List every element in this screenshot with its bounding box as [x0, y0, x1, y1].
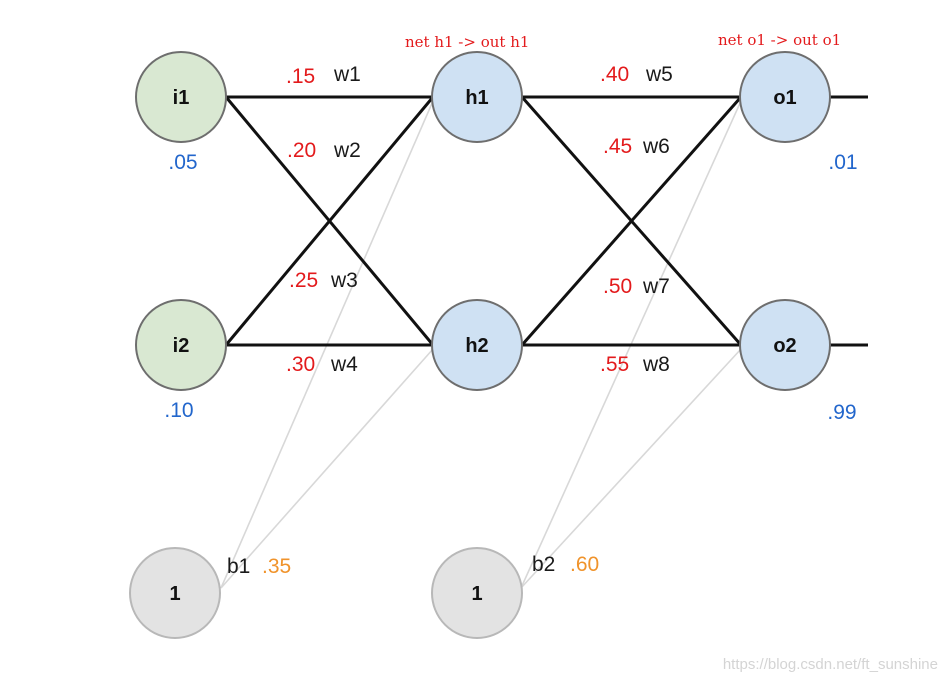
value-o2: .99	[827, 401, 856, 424]
weight-w4-value: .30	[286, 353, 315, 376]
weight-w5-name: w5	[645, 63, 673, 86]
node-b1-circle	[129, 547, 221, 639]
node-o2: o2	[739, 299, 831, 391]
node-i1-label: i1	[173, 87, 190, 109]
weight-w2-value: .20	[287, 139, 316, 162]
node-i1-circle	[135, 51, 227, 143]
node-h1-circle	[431, 51, 523, 143]
weight-w3: .25 w3	[289, 269, 358, 292]
node-o2-circle	[739, 299, 831, 391]
weight-w6-value: .45	[603, 135, 632, 158]
watermark: https://blog.csdn.net/ft_sunshine	[723, 656, 938, 673]
weight-w6-name: w6	[642, 135, 670, 158]
edge-i2-h1	[224, 96, 435, 346]
value-o1: .01	[828, 151, 857, 174]
weight-w7-value: .50	[603, 275, 632, 298]
weight-w3-value: .25	[289, 269, 318, 292]
weight-w2-name: w2	[333, 139, 361, 162]
node-h1: h1	[431, 51, 523, 143]
node-h2-circle	[431, 299, 523, 391]
edge-h2-o1	[520, 96, 743, 346]
node-h1-label: h1	[465, 87, 488, 109]
weight-w1-value: .15	[286, 65, 315, 88]
node-o1-label: o1	[773, 87, 796, 109]
node-b1: 1	[129, 547, 221, 639]
node-i2: i2	[135, 299, 227, 391]
node-h2: h2	[431, 299, 523, 391]
weight-w4-name: w4	[330, 353, 358, 376]
node-i2-label: i2	[173, 335, 190, 357]
weight-w8-value: .55	[600, 353, 629, 376]
weight-w4: .30 w4	[286, 353, 358, 376]
node-i1: i1	[135, 51, 227, 143]
edge-b2-o2	[520, 348, 742, 589]
annotation-h1: net h1 -> out h1	[405, 33, 529, 51]
edge-b1-h2	[220, 348, 434, 589]
value-i1: .05	[168, 151, 197, 174]
weight-w5: .40 w5	[600, 63, 673, 86]
weighted-edges	[224, 95, 868, 347]
weight-w7-name: w7	[642, 275, 670, 298]
weight-w3-name: w3	[330, 269, 358, 292]
weight-w1: .15 w1	[286, 63, 361, 88]
weight-w7: .50 w7	[603, 275, 670, 298]
weight-w6: .45 w6	[603, 135, 670, 158]
node-i2-circle	[135, 299, 227, 391]
node-b2: 1	[431, 547, 523, 639]
weight-w2: .20 w2	[287, 139, 361, 162]
bias-b2-label-group: b2 .60	[532, 553, 599, 576]
node-o1: o1	[739, 51, 831, 143]
weight-w5-value: .40	[600, 63, 629, 86]
node-b1-label: 1	[169, 583, 180, 605]
node-o2-label: o2	[773, 335, 796, 357]
bias-b1-value: .35	[262, 555, 291, 578]
node-o1-circle	[739, 51, 831, 143]
value-i2: .10	[164, 399, 193, 422]
bias-b2-name: b2	[532, 553, 555, 576]
node-h2-label: h2	[465, 335, 488, 357]
bias-b1-label-group: b1 .35	[227, 555, 291, 578]
annotation-o1: net o1 -> out o1	[718, 31, 841, 49]
weight-w8: .55 w8	[600, 353, 670, 376]
weight-w1-name: w1	[333, 63, 361, 86]
node-b2-circle	[431, 547, 523, 639]
node-b2-label: 1	[471, 583, 482, 605]
bias-b2-value: .60	[570, 553, 599, 576]
bias-b1-name: b1	[227, 555, 250, 578]
weight-w8-name: w8	[642, 353, 670, 376]
